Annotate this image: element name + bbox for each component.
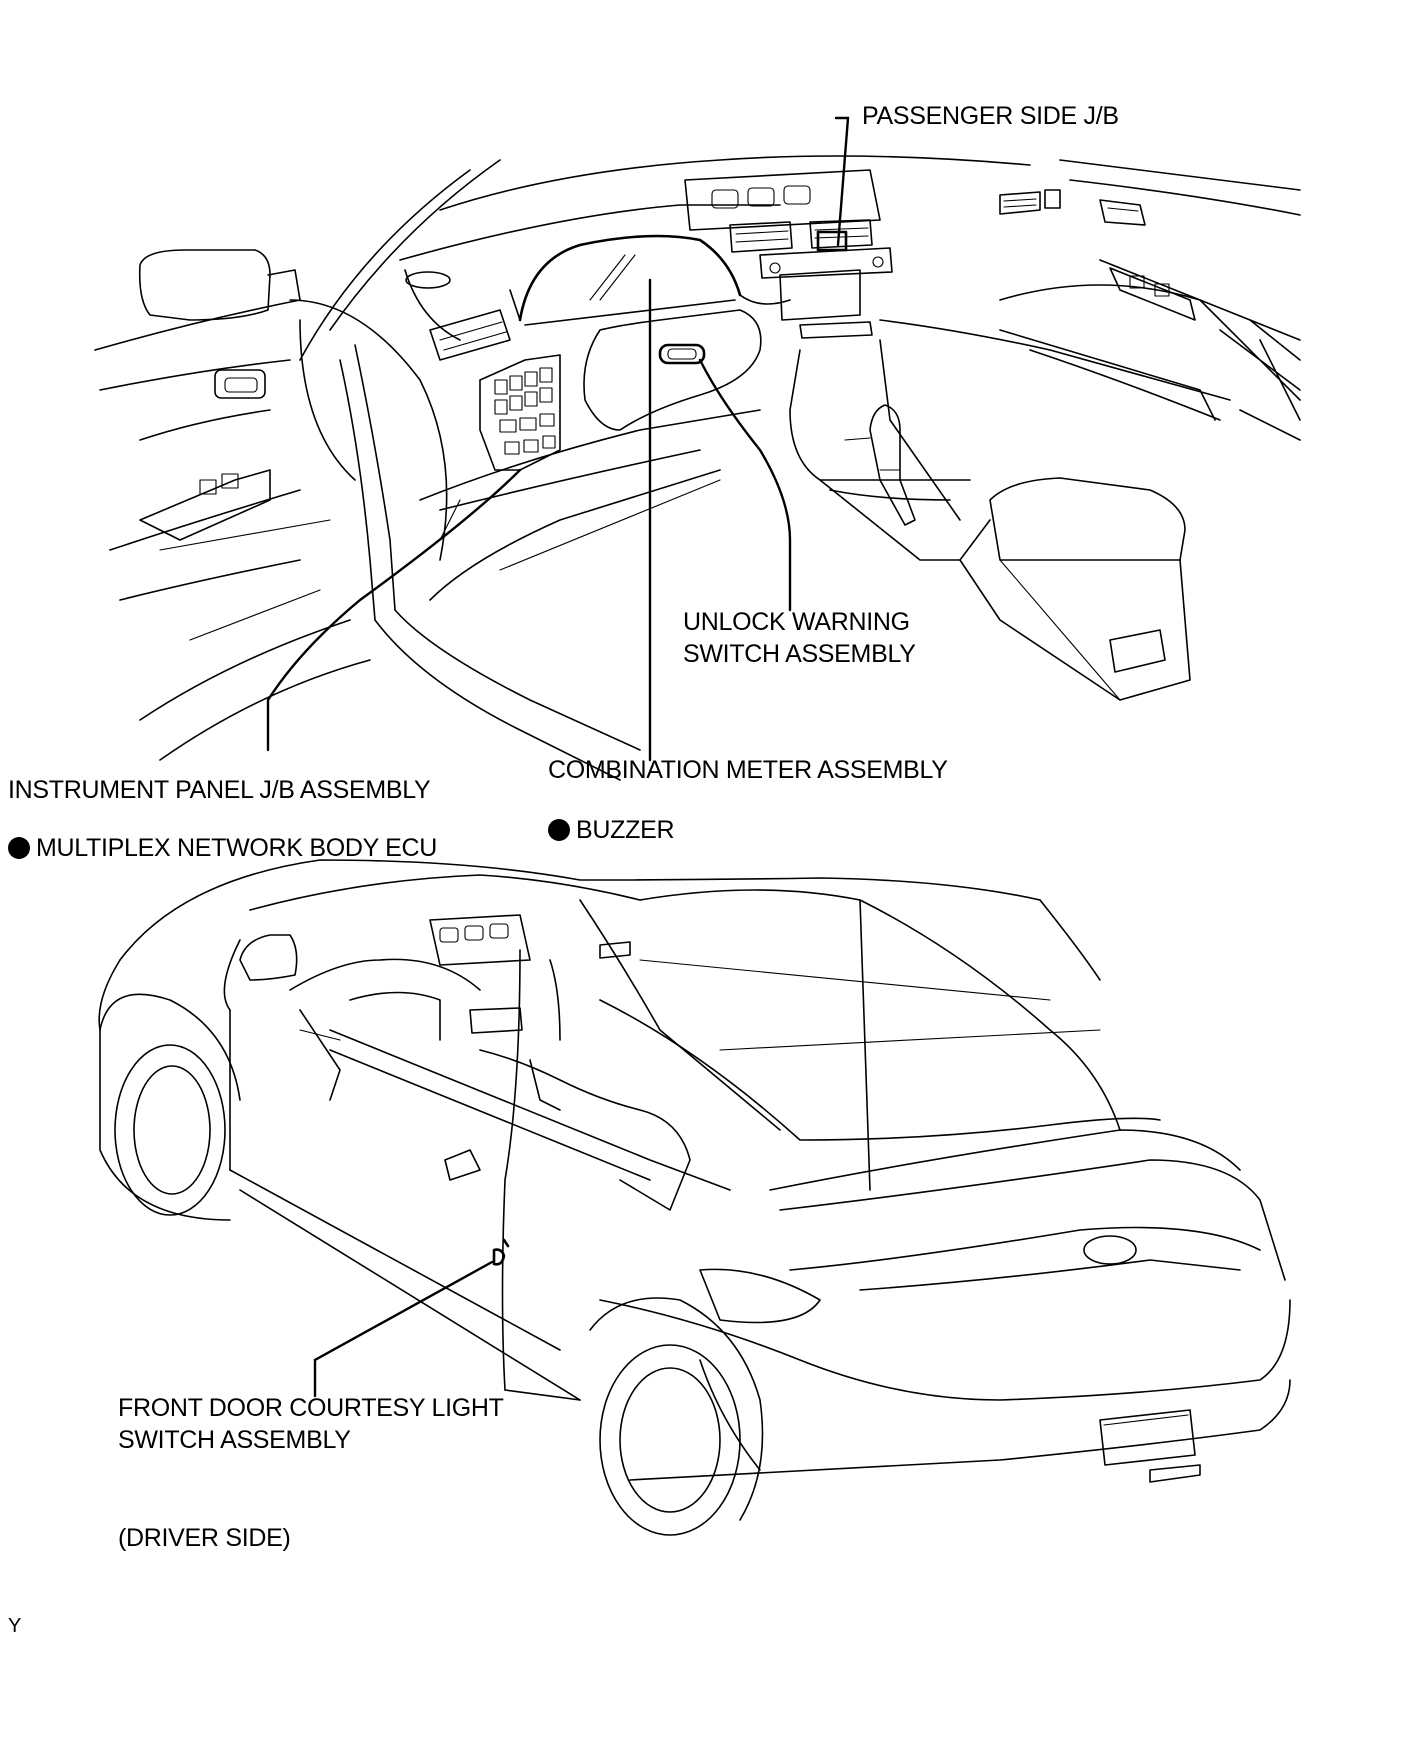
label-unlock-warning-switch-line1: UNLOCK WARNING	[683, 608, 910, 636]
label-multiplex-ecu: MULTIPLEX NETWORK BODY ECU	[8, 832, 437, 864]
exterior-leader-line	[313, 1260, 494, 1398]
interior-leader-lines	[266, 116, 850, 762]
label-courtesy-switch-line2: SWITCH ASSEMBLY	[118, 1426, 351, 1454]
label-instrument-panel-jb: INSTRUMENT PANEL J/B ASSEMBLY	[8, 776, 431, 804]
label-combination-meter: COMBINATION METER ASSEMBLY	[548, 756, 948, 784]
label-buzzer: BUZZER	[548, 814, 675, 846]
label-courtesy-switch-line1: FRONT DOOR COURTESY LIGHT	[118, 1394, 504, 1422]
interior-dashboard-drawing	[94, 155, 1301, 781]
bullet-dot	[8, 837, 30, 859]
label-driver-side: (DRIVER SIDE)	[118, 1524, 291, 1552]
label-multiplex-ecu-text: MULTIPLEX NETWORK BODY ECU	[36, 834, 438, 862]
car-exterior-drawing	[98, 859, 1291, 1536]
label-passenger-side-jb: PASSENGER SIDE J/B	[862, 102, 1119, 130]
label-unlock-warning-switch-line2: SWITCH ASSEMBLY	[683, 640, 916, 668]
corner-code: Y	[8, 1615, 22, 1637]
bullet-dot	[548, 819, 570, 841]
label-buzzer-text: BUZZER	[576, 816, 675, 844]
instrument-panel-jb-part	[479, 354, 561, 471]
